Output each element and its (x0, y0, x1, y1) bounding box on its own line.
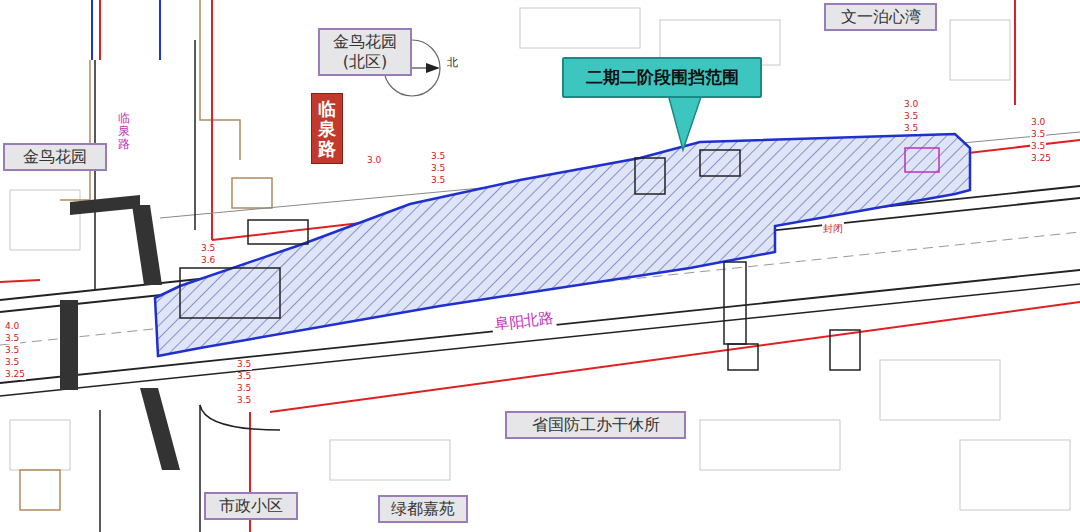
road-name: 临泉路 (118, 112, 130, 152)
tan-buildings (20, 0, 272, 510)
road-edge (94, 60, 96, 290)
compass-arrow (426, 63, 440, 73)
building (10, 420, 70, 470)
box-text: 临泉路 (318, 99, 336, 158)
road-lines (0, 40, 1080, 532)
lane-width: 3.5 (1030, 130, 1046, 140)
building (950, 20, 1010, 80)
building (880, 360, 1000, 420)
box-text: 二期二阶段围挡范围 (586, 66, 739, 89)
lane-width: 3.25 (1030, 154, 1052, 164)
enclosure-outline (155, 134, 970, 356)
lane-width: 3.5 (236, 360, 252, 370)
entrance (728, 344, 758, 370)
road-edge (99, 410, 101, 532)
place-box: 金鸟花园 (北区) (318, 28, 412, 76)
road-name-box: 临泉路 (311, 93, 343, 164)
crosswalk (140, 388, 180, 470)
building (330, 440, 450, 480)
lane-width: 3.5 (1030, 142, 1046, 152)
crosswalk (60, 300, 78, 390)
lane-width: 3.5 (236, 372, 252, 382)
entrance (830, 330, 860, 370)
place-box: 金鸟花园 (3, 143, 107, 171)
lane-width: 3.5 (236, 396, 252, 406)
place-box: 绿都嘉苑 (378, 495, 468, 523)
lane-width: 3.5 (430, 176, 446, 186)
lane-width: 3.0 (903, 100, 919, 110)
box-text: 金鸟花园 (北区) (330, 32, 400, 72)
lane-width: 3.5 (4, 334, 20, 344)
road-edge (194, 40, 196, 230)
building-edge (200, 0, 240, 160)
box-text: 文一泊心湾 (841, 7, 921, 27)
blue-line (159, 0, 161, 60)
magenta-mark (905, 148, 939, 172)
lane-width: 3.5 (200, 244, 216, 254)
lane-width: 3.5 (903, 124, 919, 134)
lane-width: 3.0 (1030, 118, 1046, 128)
red-line (99, 0, 101, 60)
blue-line (91, 0, 93, 60)
red-line (1014, 0, 1016, 105)
callout-box: 二期二阶段围挡范围 (562, 57, 762, 98)
structure (700, 150, 740, 176)
red-line (270, 302, 1080, 412)
lane-width: 3.5 (4, 358, 20, 368)
building-outlines (10, 8, 1070, 510)
lane-width: 3.5 (430, 164, 446, 174)
road-name: 阜阳北路 (491, 309, 557, 335)
box-text: 省国防工办干休所 (532, 415, 660, 435)
box-text: 金鸟花园 (23, 147, 87, 167)
structure (180, 268, 280, 318)
lane-width: 3.0 (366, 156, 382, 166)
red-line (0, 280, 40, 282)
lane-width: 3.6 (200, 256, 216, 266)
road-curve (200, 405, 280, 430)
red-line (211, 0, 213, 240)
structure (248, 220, 308, 244)
building (20, 470, 60, 510)
enclosure-area (155, 134, 970, 356)
building (232, 178, 272, 208)
lane-width: 3.25 (4, 370, 26, 380)
building (700, 420, 840, 470)
lane-width: 4.0 (4, 322, 20, 332)
crosswalk (70, 195, 140, 215)
building (10, 190, 80, 250)
crosswalk (132, 205, 162, 285)
closure-note: 封闭 (822, 222, 844, 236)
place-box: 市政小区 (204, 492, 298, 520)
blue-lanes (92, 0, 160, 60)
lane-width: 3.5 (4, 346, 20, 356)
box-text: 市政小区 (219, 496, 283, 516)
box-text: 绿都嘉苑 (391, 499, 455, 519)
road-edge (199, 405, 201, 532)
building (520, 8, 640, 48)
place-box: 省国防工办干休所 (505, 411, 686, 439)
enclosure-fill (155, 134, 970, 356)
north-label: 北 (446, 55, 459, 70)
lane-width: 3.5 (430, 152, 446, 162)
lane-width: 3.5 (903, 112, 919, 122)
callout-pointer (668, 94, 702, 150)
place-box: 文一泊心湾 (824, 3, 937, 31)
structure (635, 158, 665, 194)
building-edge (60, 60, 90, 200)
entrance (724, 262, 746, 344)
station-structures (180, 150, 860, 370)
building (960, 440, 1070, 510)
lane-width: 3.5 (236, 384, 252, 394)
